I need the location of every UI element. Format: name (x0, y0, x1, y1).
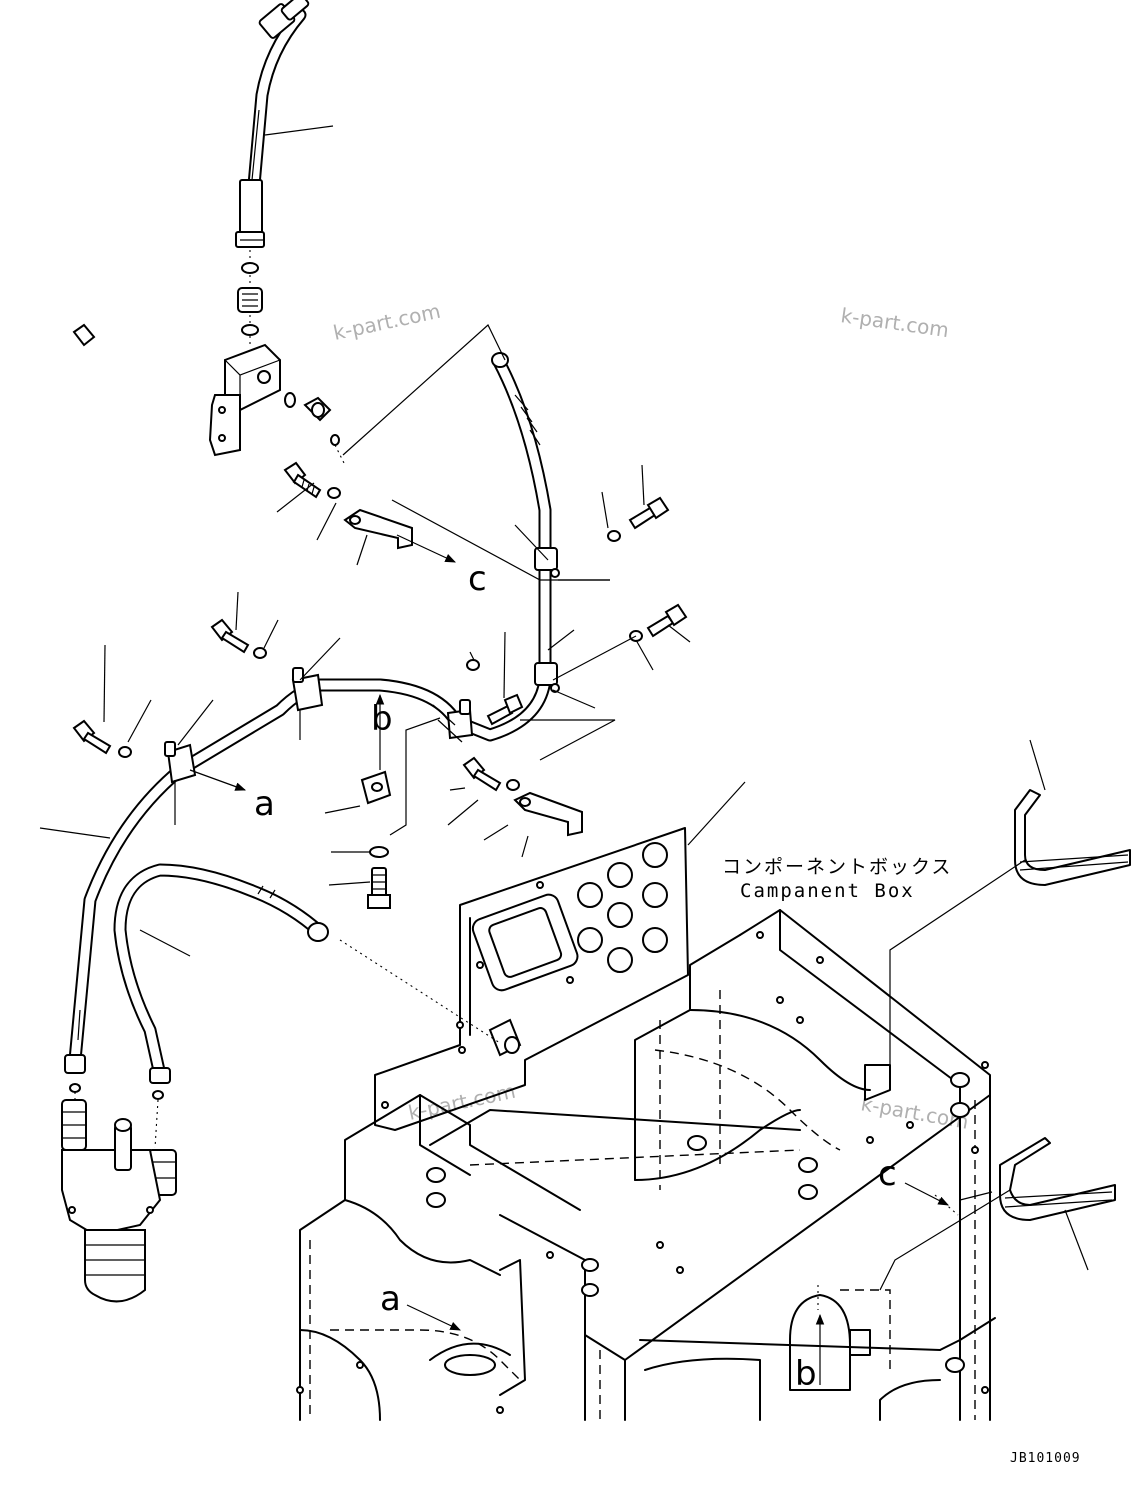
main-hose (64, 667, 474, 1074)
component-box-label-en: Campanent Box (740, 880, 915, 902)
arrow-c-frame (904, 1182, 949, 1206)
bolt-2 (607, 496, 670, 542)
hose-clips (999, 789, 1131, 1221)
arrow-c-top (396, 534, 456, 563)
bracket-c (343, 508, 413, 550)
valve-assembly (61, 1099, 177, 1303)
bolt-3 (629, 603, 688, 642)
bolt-5 (210, 618, 267, 659)
component-box-label: コンポーネントボックス Campanent Box (722, 856, 952, 902)
watermarks: k-part.com k-part.com k-part.com k-part.… (331, 299, 970, 1134)
view-reference-letters: c a b a b c (254, 559, 897, 1394)
machine-frame (296, 909, 996, 1421)
view-letter-b-top: b (371, 699, 393, 739)
view-letter-b-frame: b (795, 1354, 817, 1394)
bolt-4 (466, 659, 524, 726)
secondary-hose (69, 863, 329, 1100)
bolt-6 (72, 323, 132, 758)
bolts-washers (72, 323, 688, 909)
view-letter-c-frame: c (878, 1154, 897, 1194)
frame-holes (296, 931, 989, 1414)
view-letter-a-frame: a (380, 1279, 401, 1319)
watermark-1: k-part.com (331, 299, 443, 345)
bolt-1 (283, 461, 341, 499)
component-box-label-jp: コンポーネントボックス (722, 856, 952, 878)
drawing-code: JB101009 (1010, 1451, 1081, 1466)
arrow-a-frame (406, 1304, 461, 1331)
bracket-lower (513, 791, 583, 837)
arrow-a-top (189, 769, 247, 791)
view-b-opening (789, 1294, 851, 1391)
right-tube (458, 352, 560, 742)
watermark-2: k-part.com (839, 303, 950, 342)
direction-arrows (189, 534, 949, 1385)
bolt-7 (462, 756, 520, 792)
watermark-3: k-part.com (406, 1079, 518, 1125)
view-letter-c-top: c (468, 559, 487, 599)
leader-lines (39, 125, 1089, 1310)
view-letter-a-top: a (254, 784, 275, 824)
upper-hose-assembly (208, 0, 346, 466)
component-box-panel (374, 827, 689, 1131)
